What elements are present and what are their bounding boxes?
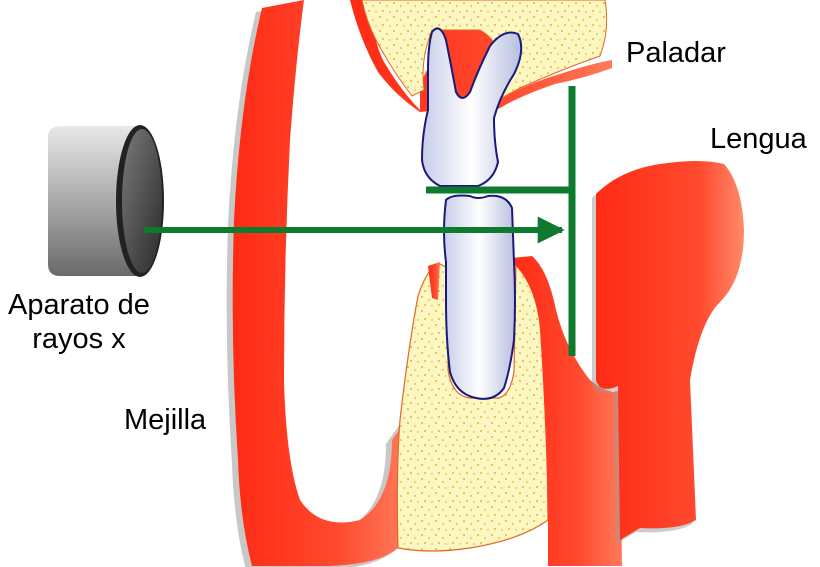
label-palate: Paladar [626,37,726,69]
label-tongue: Lengua [710,123,807,155]
cheek-tissue [226,0,406,567]
film-holder [426,86,576,356]
label-xray-device: Aparato de rayos x [8,288,150,356]
lower-gingiva [428,256,622,566]
upper-tooth [420,27,523,187]
label-xray-line2: rayos x [32,323,126,356]
upper-jaw [350,0,612,113]
xray-device [48,125,164,277]
tongue [592,161,744,544]
label-xray-line1: Aparato de [8,289,150,321]
label-cheek: Mejilla [124,404,207,436]
lower-tooth [443,194,516,400]
